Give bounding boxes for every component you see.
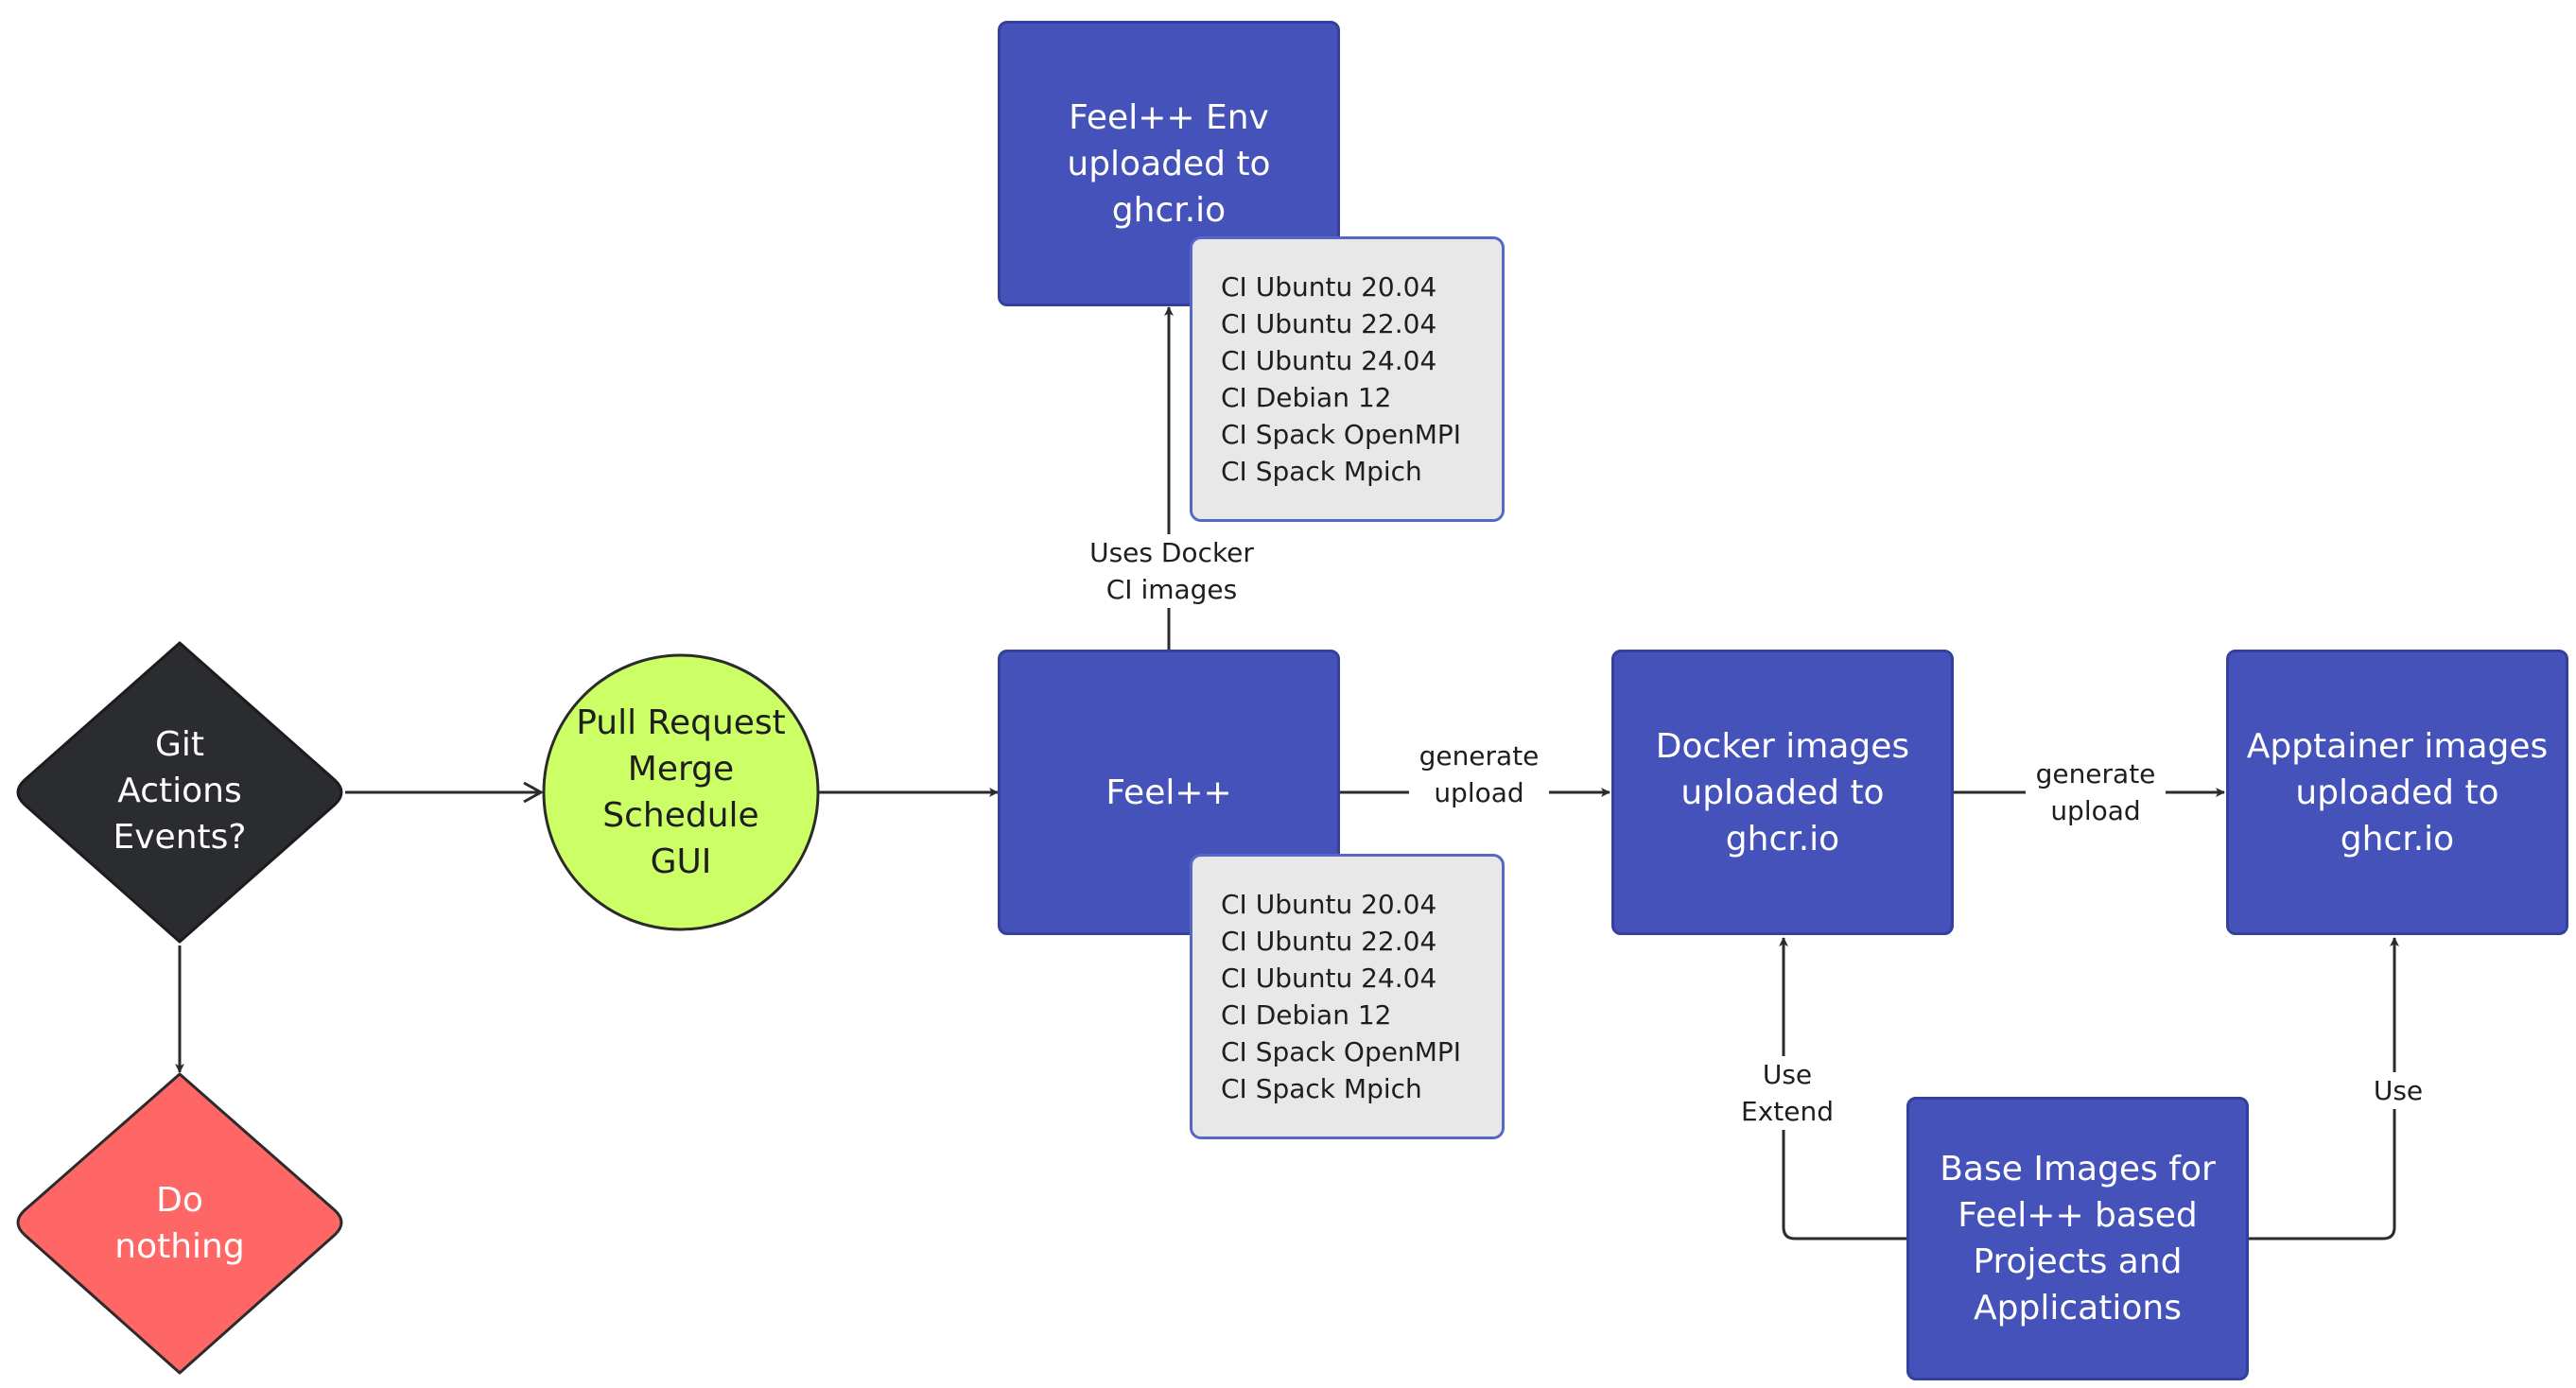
- edge-label-line: Use: [1762, 1059, 1813, 1090]
- edge-label-line: Extend: [1741, 1096, 1834, 1127]
- edge-label-line: CI images: [1105, 574, 1238, 605]
- git-events-line: Git: [154, 725, 204, 764]
- feelpp-env-line: uploaded to: [1067, 144, 1271, 183]
- ci-list-item: CI Ubuntu 24.04: [1221, 345, 1437, 376]
- do-nothing-line: Do: [156, 1181, 203, 1220]
- ci-list-item: CI Spack Mpich: [1221, 1073, 1422, 1104]
- feelpp-env-line: ghcr.io: [1111, 190, 1227, 230]
- edge-label-line: Uses Docker: [1089, 537, 1254, 568]
- triggers-line: Pull Request: [576, 703, 786, 742]
- edge-label-line: Use: [2373, 1075, 2424, 1106]
- apptainer-images-line: uploaded to: [2295, 772, 2499, 812]
- edge-label-line: upload: [2050, 795, 2141, 826]
- git-events-diamond: [16, 641, 343, 944]
- base-images-line: Base Images for: [1940, 1150, 2216, 1188]
- uses-docker-edge-label: Uses Docker CI images: [1078, 534, 1265, 608]
- ci-list-item: CI Spack OpenMPI: [1221, 419, 1462, 450]
- feelpp-env-line: Feel++ Env: [1069, 97, 1269, 137]
- docker-images-node: Docker images uploaded to ghcr.io: [1611, 650, 1954, 935]
- ci-list-item: CI Debian 12: [1221, 999, 1392, 1031]
- generate-upload-edge-label-2: generate upload: [2026, 755, 2166, 829]
- docker-images-line: ghcr.io: [1725, 819, 1840, 859]
- triggers-label: Pull Request Merge Schedule GUI: [567, 700, 794, 885]
- ci-list-item: CI Ubuntu 24.04: [1221, 963, 1437, 994]
- edge-base-to-apptainer: [2247, 937, 2399, 1241]
- apptainer-images-line: ghcr.io: [2340, 819, 2455, 859]
- ci-list-item: CI Ubuntu 22.04: [1221, 308, 1437, 339]
- base-images-line: Feel++ based: [1958, 1196, 2198, 1235]
- do-nothing-line: nothing: [114, 1227, 245, 1266]
- edge-label-line: generate: [2035, 758, 2156, 789]
- edge-label-line: upload: [1434, 777, 1524, 808]
- feelpp-ci-list-note: CI Ubuntu 20.04 CI Ubuntu 22.04 CI Ubunt…: [1190, 854, 1505, 1139]
- ci-list-item: CI Ubuntu 20.04: [1221, 889, 1437, 920]
- base-images-node: Base Images for Feel++ based Projects an…: [1906, 1097, 2249, 1380]
- triggers-line: GUI: [650, 842, 712, 881]
- docker-images-line: uploaded to: [1680, 772, 1885, 812]
- use-edge-label: Use: [2352, 1072, 2445, 1109]
- ci-list-item: CI Ubuntu 20.04: [1221, 271, 1437, 303]
- feelpp-env-node: Feel++ Env uploaded to ghcr.io: [998, 21, 1340, 306]
- apptainer-images-node: Apptainer images uploaded to ghcr.io: [2226, 650, 2568, 935]
- edge-label-line: generate: [1419, 740, 1540, 772]
- ci-list-item: CI Ubuntu 22.04: [1221, 926, 1437, 957]
- edge-base-to-docker: [1779, 937, 1906, 1241]
- generate-upload-edge-label-1: generate upload: [1409, 737, 1549, 811]
- feelpp-line: Feel++: [1105, 772, 1232, 812]
- apptainer-images-line: Apptainer images: [2246, 726, 2549, 766]
- git-events-label: Git Actions Events?: [85, 721, 274, 860]
- triggers-circle: [542, 653, 820, 931]
- triggers-line: Merge: [627, 750, 735, 789]
- use-extend-edge-label: Use Extend: [1727, 1056, 1848, 1130]
- base-images-line: Applications: [1974, 1289, 2182, 1327]
- ci-list-item: CI Spack Mpich: [1221, 456, 1422, 487]
- git-events-line: Events?: [113, 818, 247, 857]
- ci-list-item: CI Spack OpenMPI: [1221, 1036, 1462, 1067]
- env-ci-list-note: CI Ubuntu 20.04 CI Ubuntu 22.04 CI Ubunt…: [1190, 236, 1505, 522]
- triggers-line: Schedule: [602, 796, 759, 835]
- docker-images-line: Docker images: [1655, 726, 1910, 766]
- ci-list-item: CI Debian 12: [1221, 382, 1392, 413]
- do-nothing-diamond: [16, 1072, 343, 1375]
- base-images-line: Projects and: [1973, 1242, 2183, 1281]
- git-events-line: Actions: [117, 772, 242, 810]
- do-nothing-label: Do nothing: [85, 1177, 274, 1270]
